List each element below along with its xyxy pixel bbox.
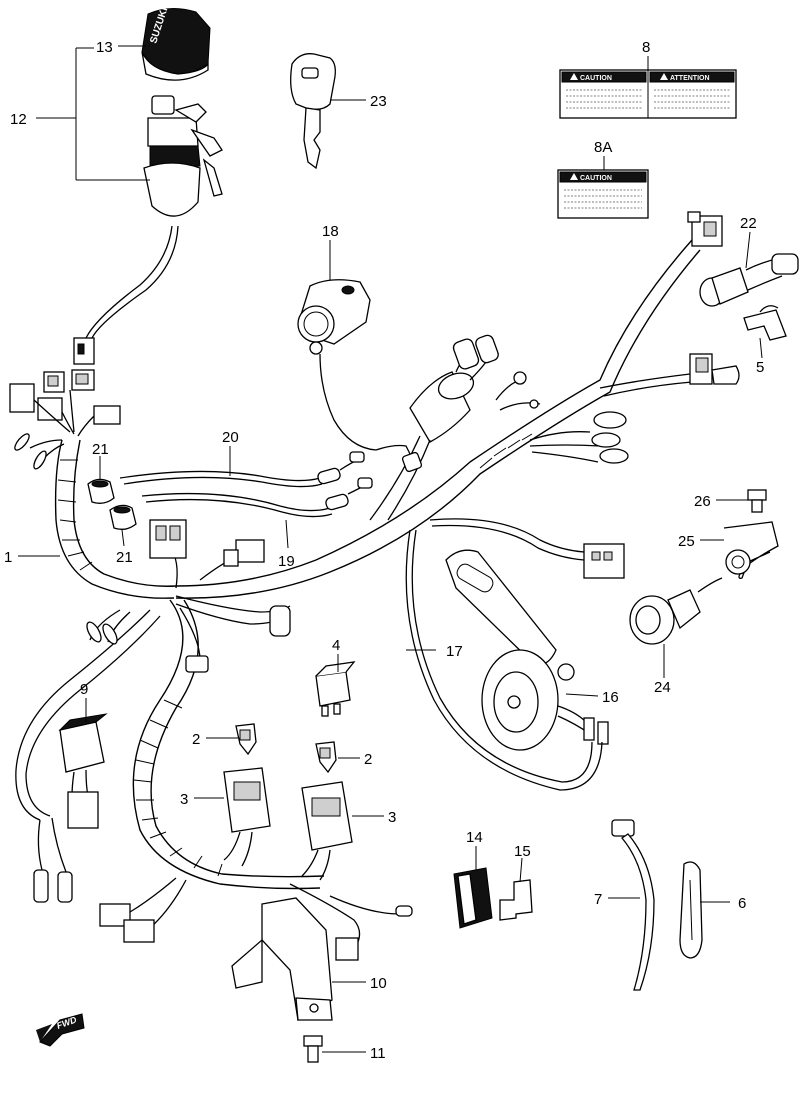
indicator-24: [629, 577, 723, 645]
caution-single-text: CAUTION: [580, 175, 612, 182]
callout-23: 23: [370, 93, 387, 110]
callout-21b: 21: [116, 549, 133, 566]
callout-25: 25: [678, 533, 695, 550]
warning-triangle-icon: [660, 73, 668, 80]
callout-8: 8: [642, 39, 650, 56]
callout-7: 7: [594, 891, 602, 908]
relay-9: [58, 713, 108, 829]
callout-12: 12: [10, 111, 27, 128]
callout-3a: 3: [180, 791, 188, 808]
cable-tie-7: [611, 819, 655, 991]
bracket-10: [231, 897, 333, 1022]
fuse-2a: [235, 723, 257, 756]
fwd-arrow-icon: FWD: [36, 1013, 85, 1047]
callout-1: 1: [4, 549, 12, 566]
caution-text: CAUTION: [580, 75, 612, 82]
leader-lines: [18, 45, 763, 1053]
callout-2a: 2: [192, 731, 200, 748]
lead-wire-19: [141, 477, 373, 518]
bulb-socket-22: [699, 253, 799, 307]
callout-9: 9: [80, 681, 88, 698]
callout-2b: 2: [364, 751, 372, 768]
ignition-key: [290, 53, 336, 170]
callout-19: 19: [278, 553, 295, 570]
callout-6: 6: [738, 895, 746, 912]
lead-wire-20: [119, 451, 365, 488]
bracket-25: [723, 521, 779, 579]
center-loom-cylinder: [369, 334, 541, 521]
bracket-15: [499, 879, 533, 921]
callout-8a: 8A: [594, 139, 612, 156]
callout-26: 26: [694, 493, 711, 510]
bolt-26: [747, 489, 767, 513]
callout-20: 20: [222, 429, 239, 446]
lower-left-connectors: [99, 877, 413, 961]
caution-label-8: CAUTION ATTENTION: [559, 69, 737, 119]
clamp-6: [679, 861, 703, 959]
horn-lead-17: [405, 529, 603, 791]
callout-5: 5: [756, 359, 764, 376]
callout-15: 15: [514, 843, 531, 860]
warning-triangle-icon: [570, 73, 578, 80]
attention-text: ATTENTION: [670, 75, 710, 82]
callout-17: 17: [446, 643, 463, 660]
rubber-cap-21b: [109, 504, 137, 530]
callout-16: 16: [602, 689, 619, 706]
callout-18: 18: [322, 223, 339, 240]
bolt-11: [303, 1035, 323, 1063]
callout-22: 22: [740, 215, 757, 232]
upper-left-connector-cluster: [9, 369, 121, 470]
fuse-holder-3b: [301, 781, 353, 881]
horn-16: [445, 549, 609, 751]
callout-numbers: 1 2 2 3 3 4 5 6 7 8 8A 9 10 11 12 13 14 …: [4, 39, 764, 1062]
callout-13: 13: [96, 39, 113, 56]
caution-label-8a: CAUTION: [557, 169, 649, 219]
ignition-cap: SUZUKI: [141, 6, 211, 81]
warning-triangle-icon: [570, 173, 578, 180]
main-wiring-harness: [15, 211, 740, 903]
connector-right-middle: [429, 518, 625, 579]
callout-4: 4: [332, 637, 340, 654]
clip-5: [743, 305, 787, 341]
relay-4: [315, 661, 356, 717]
callout-10: 10: [370, 975, 387, 992]
callout-24: 24: [654, 679, 671, 696]
handlebar-switch-18: [297, 279, 377, 451]
ignition-switch: [73, 95, 223, 365]
callout-21a: 21: [92, 441, 109, 458]
callout-3b: 3: [388, 809, 396, 826]
rubber-cap-21a: [87, 478, 115, 504]
connector-14: [453, 867, 493, 929]
callout-14: 14: [466, 829, 483, 846]
fuse-2b: [315, 741, 337, 774]
fuse-holder-3a: [223, 767, 271, 867]
callout-11: 11: [370, 1045, 386, 1062]
